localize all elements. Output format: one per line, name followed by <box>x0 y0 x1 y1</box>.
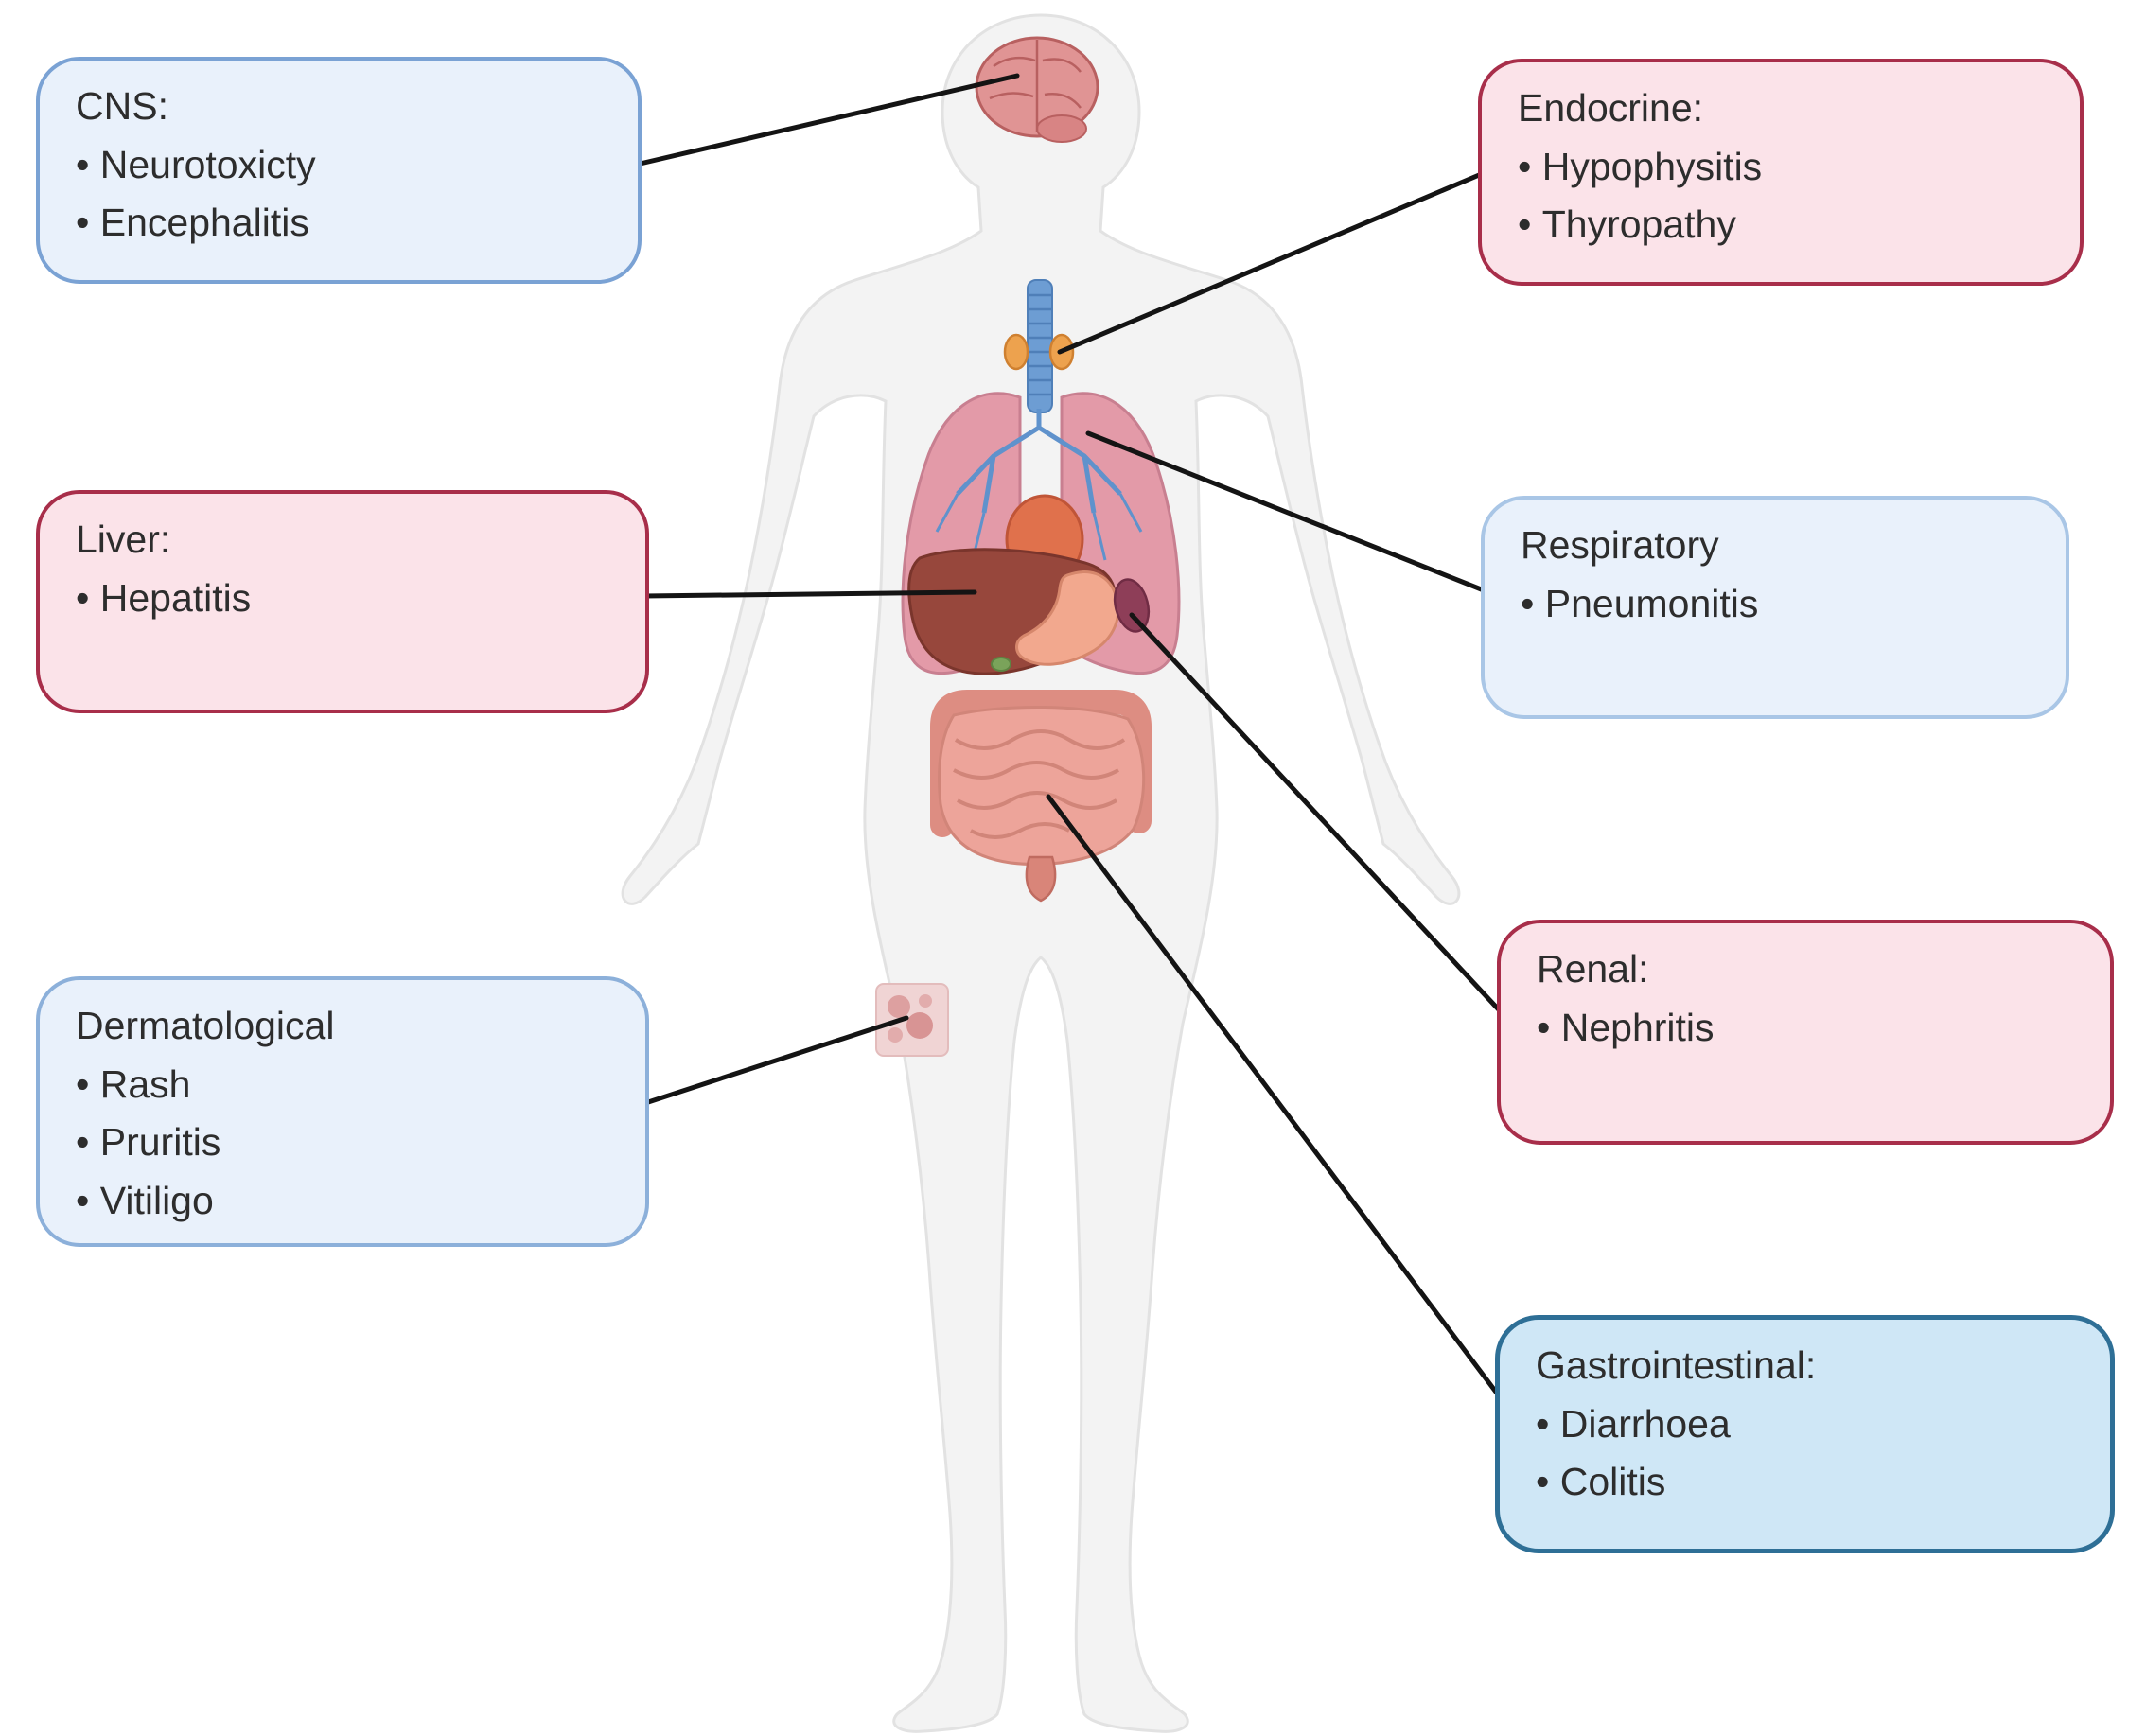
connector-cns-to-brain <box>617 73 1020 171</box>
connector-liver-to-liver <box>641 589 977 599</box>
rectum-icon <box>1025 855 1057 903</box>
label-box-gastrointestinal: Gastrointestinal: Diarrhoea Colitis <box>1495 1315 2115 1553</box>
list-item: Nephritis <box>1537 999 2074 1058</box>
list-item: Encephalitis <box>76 194 602 253</box>
list-item: Neurotoxicty <box>76 136 602 195</box>
list-item: Hepatitis <box>76 570 609 628</box>
connector-gastro-to-intestines <box>1046 794 1509 1409</box>
list-item: Colitis <box>1536 1453 2074 1512</box>
renal-box-title: Renal: <box>1537 947 1649 991</box>
label-box-endocrine: Endocrine: Hypophysitis Thyropathy <box>1478 59 2084 286</box>
label-box-cns: CNS: Neurotoxicty Encephalitis <box>36 57 642 284</box>
respiratory-box-title: Respiratory <box>1521 523 1719 567</box>
list-item: Thyropathy <box>1518 196 2044 254</box>
bronchi-icon <box>935 409 1143 561</box>
connector-endocrine-to-thyroid <box>1057 167 1493 355</box>
respiratory-box-items: Pneumonitis <box>1521 575 2030 634</box>
label-box-respiratory: Respiratory Pneumonitis <box>1481 496 2069 719</box>
label-box-renal: Renal: Nephritis <box>1497 920 2114 1145</box>
list-item: Vitiligo <box>76 1172 609 1231</box>
dermatological-box-title: Dermatological <box>76 1004 335 1047</box>
connector-renal-to-kidney <box>1129 612 1509 1021</box>
list-item: Pneumonitis <box>1521 575 2030 634</box>
connector-respiratory-to-lung <box>1085 430 1496 597</box>
colon-icon <box>930 690 1152 837</box>
list-item: Hypophysitis <box>1518 138 2044 197</box>
list-item: Diarrhoea <box>1536 1395 2074 1454</box>
list-item: Pruritis <box>76 1113 609 1172</box>
label-box-liver: Liver: Hepatitis <box>36 490 649 713</box>
endocrine-box-items: Hypophysitis Thyropathy <box>1518 138 2044 254</box>
connector-dermatological-to-skin <box>642 1015 909 1106</box>
gastrointestinal-box-title: Gastrointestinal: <box>1536 1343 1817 1387</box>
label-box-dermatological: Dermatological Rash Pruritis Vitiligo <box>36 976 649 1247</box>
liver-box-title: Liver: <box>76 517 171 561</box>
trachea-icon <box>1027 279 1053 413</box>
cns-box-items: Neurotoxicty Encephalitis <box>76 136 602 253</box>
skin-lesion-icon <box>875 983 949 1057</box>
endocrine-box-title: Endocrine: <box>1518 86 1704 130</box>
dermatological-box-items: Rash Pruritis Vitiligo <box>76 1056 609 1231</box>
spleen-kidney-icon <box>1113 578 1151 633</box>
gastrointestinal-box-items: Diarrhoea Colitis <box>1536 1395 2074 1512</box>
liver-box-items: Hepatitis <box>76 570 609 628</box>
small-intestine-icon <box>938 705 1146 866</box>
thyroid-icon <box>1003 333 1075 371</box>
cns-box-title: CNS: <box>76 84 168 128</box>
renal-box-items: Nephritis <box>1537 999 2074 1058</box>
gallbladder-icon <box>991 657 1011 672</box>
list-item: Rash <box>76 1056 609 1114</box>
